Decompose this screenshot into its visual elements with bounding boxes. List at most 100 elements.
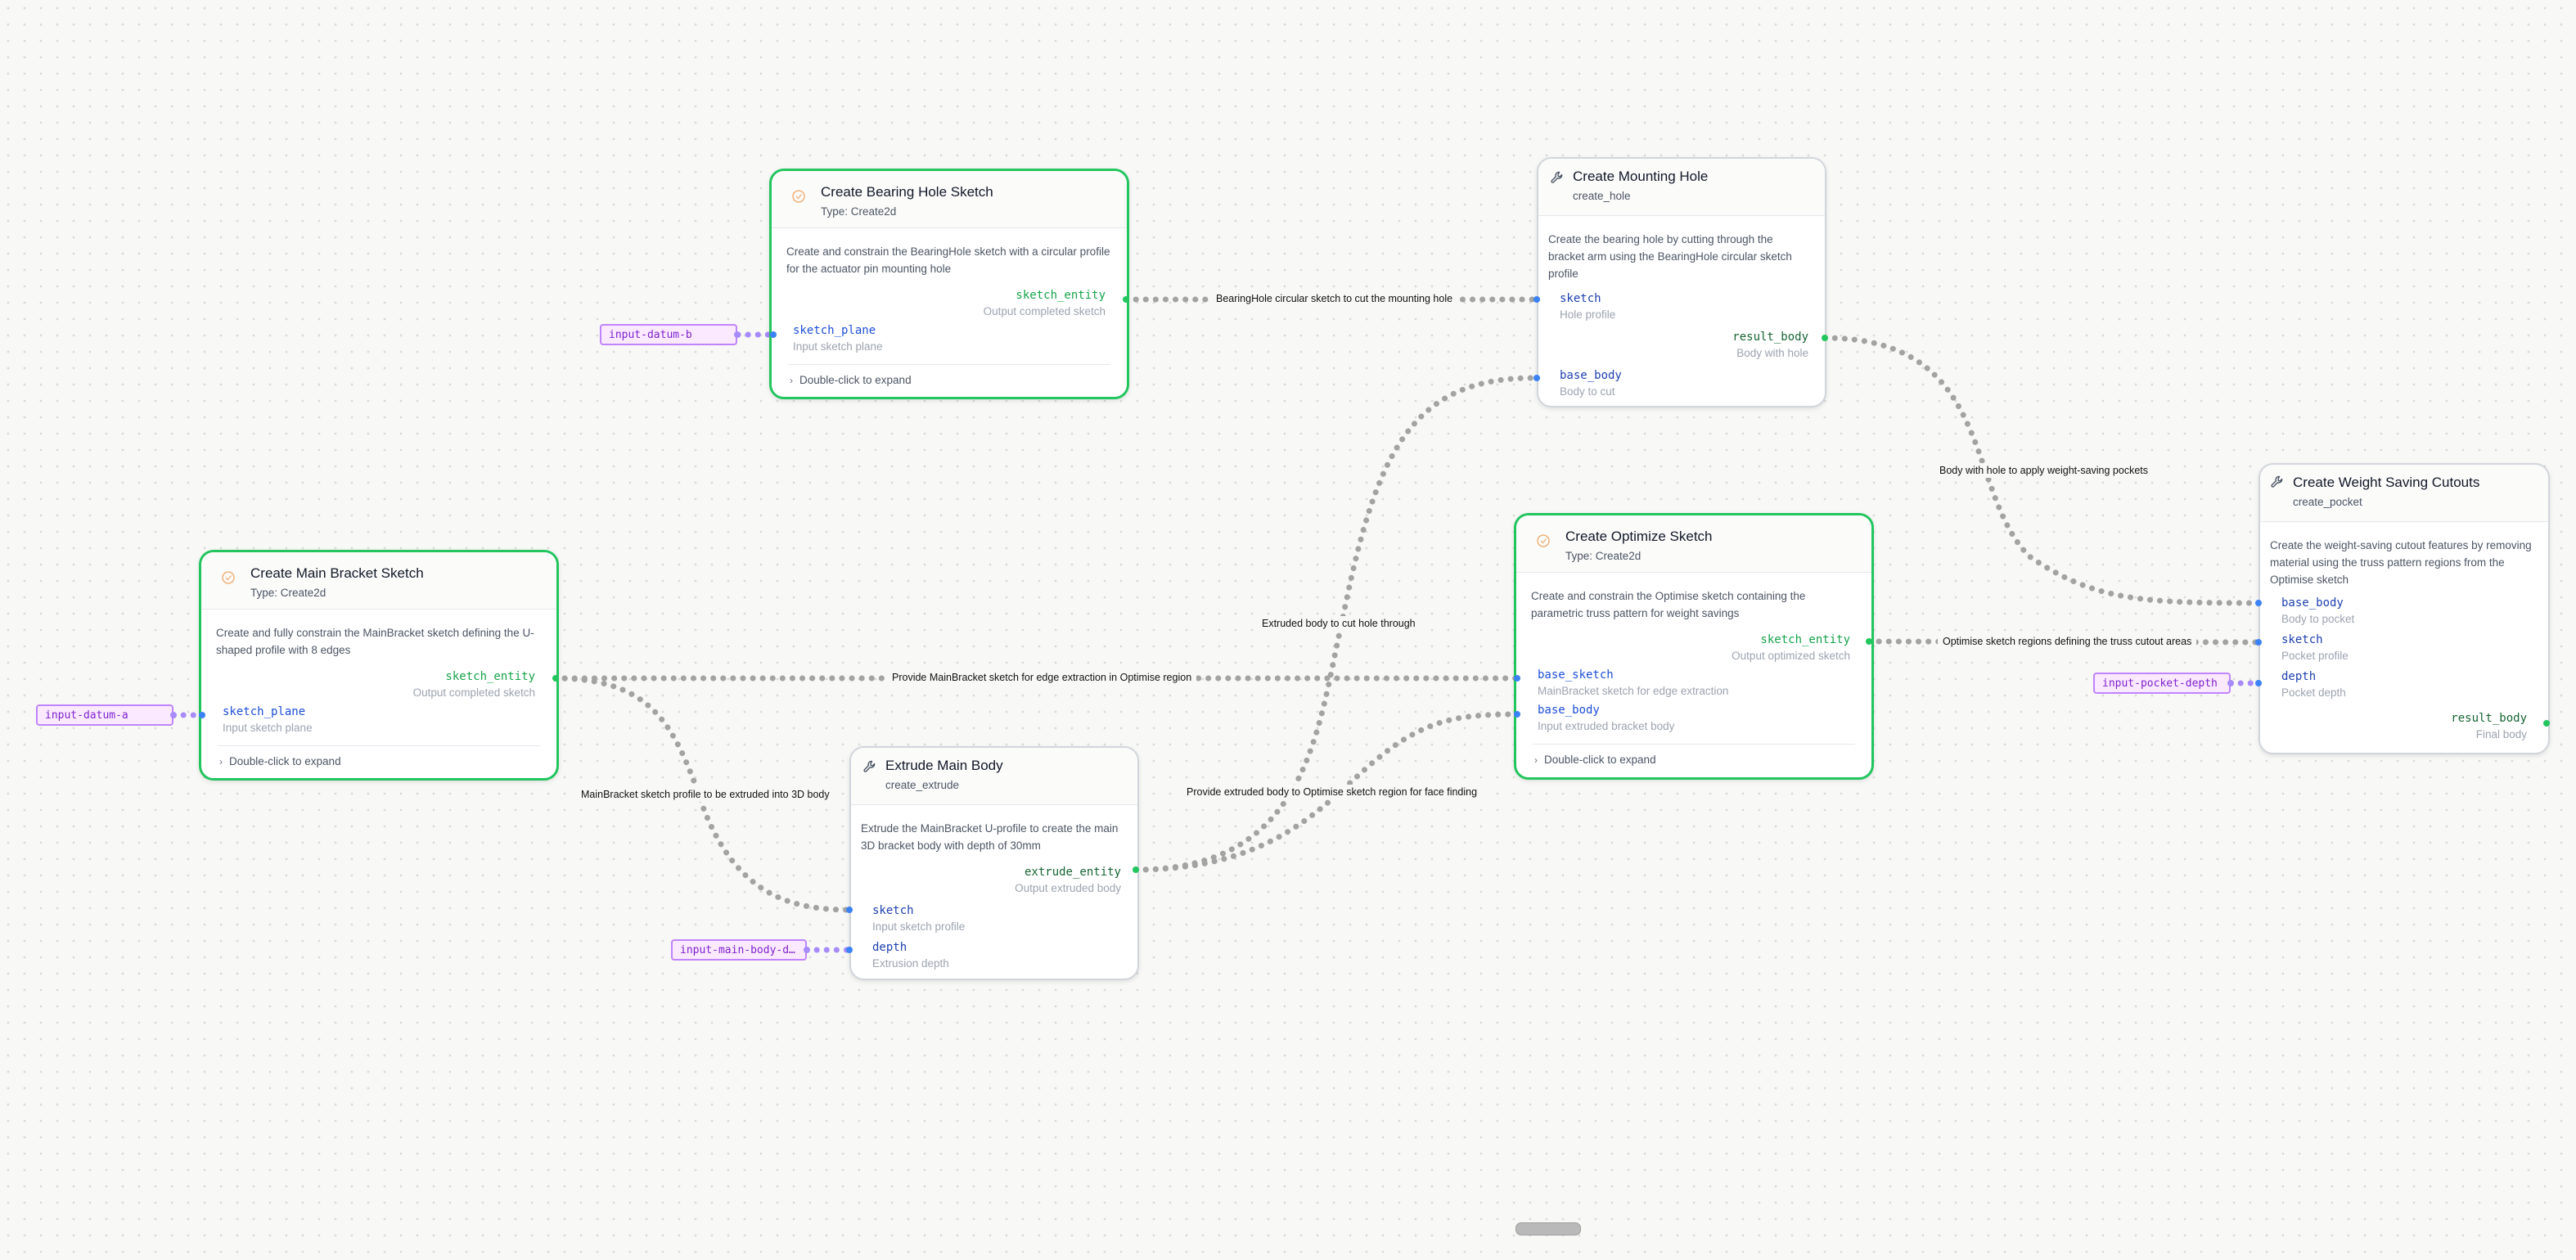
port-dot-param[interactable]: [734, 331, 741, 338]
node-title: Create Optimize Sketch: [1565, 529, 1713, 544]
port-dot-param[interactable]: [2227, 680, 2234, 686]
port-name: depth: [2281, 670, 2317, 683]
wrench-icon: [1551, 171, 1563, 183]
port-dot-in[interactable]: [199, 712, 205, 718]
node-type: Type: Create2d: [1565, 550, 1642, 562]
expand-hint[interactable]: ›Double-click to expand: [1533, 744, 1855, 766]
node-header: Create Weight Saving Cutouts create_pock…: [2260, 465, 2548, 522]
output-port-result-body[interactable]: result_body Body with hole: [1538, 331, 1825, 359]
input-datum-b[interactable]: input-datum-b: [600, 324, 737, 345]
horizontal-scrollbar[interactable]: [1515, 1222, 1581, 1235]
port-dot-in[interactable]: [846, 947, 853, 953]
sketch-icon: [222, 571, 235, 584]
port-dot-out[interactable]: [552, 675, 559, 682]
node-description: Create and fully constrain the MainBrack…: [216, 627, 534, 656]
port-dot-param[interactable]: [170, 712, 177, 718]
node-header: Create Optimize Sketch Type: Create2d: [1516, 515, 1871, 573]
node-title: Create Bearing Hole Sketch: [821, 184, 993, 200]
node-title: Create Weight Saving Cutouts: [2293, 475, 2480, 490]
input-port-sketch[interactable]: sketch Input sketch profile: [851, 904, 1137, 933]
node-description: Extrude the MainBracket U-profile to cre…: [861, 822, 1119, 852]
port-dot-in[interactable]: [1533, 296, 1540, 303]
input-port-base-sketch[interactable]: base_sketch MainBracket sketch for edge …: [1516, 668, 1871, 697]
node-description: Create the weight-saving cutout features…: [2270, 539, 2532, 586]
port-dot-in[interactable]: [770, 331, 777, 338]
port-name: base_body: [1538, 704, 1600, 717]
edge-extrude-to-optimize[interactable]: [1133, 711, 1520, 873]
port-dot-in[interactable]: [846, 907, 853, 913]
input-main-body-depth[interactable]: input-main-body-d…: [671, 939, 807, 961]
port-description: Input extruded bracket body: [1538, 720, 1675, 732]
node-header: Extrude Main Body create_extrude: [851, 748, 1137, 805]
port-name: sketch: [1560, 292, 1601, 305]
port-dot-param[interactable]: [804, 947, 810, 953]
port-dot-in[interactable]: [1514, 711, 1520, 718]
output-port-sketch-entity[interactable]: sketch_entity Output completed sketch: [201, 670, 556, 699]
port-name: depth: [872, 941, 907, 954]
port-description: Hole profile: [1560, 308, 1616, 321]
port-dot-in[interactable]: [2255, 600, 2262, 606]
port-dot-in[interactable]: [2255, 639, 2262, 646]
node-create-main-bracket-sketch[interactable]: Create Main Bracket Sketch Type: Create2…: [199, 550, 559, 781]
port-dot-out[interactable]: [1822, 335, 1828, 341]
node-header: Create Main Bracket Sketch Type: Create2…: [201, 552, 556, 610]
node-extrude-main-body[interactable]: Extrude Main Body create_extrude Extrude…: [849, 746, 1139, 980]
edge-hole-to-cutouts[interactable]: [1822, 335, 2263, 606]
input-pocket-depth[interactable]: input-pocket-depth: [2093, 673, 2231, 694]
port-description: Output optimized sketch: [1732, 650, 1850, 662]
port-dot-out[interactable]: [1123, 296, 1129, 303]
input-port-sketch[interactable]: sketch Pocket profile: [2260, 633, 2548, 662]
input-port-sketch-plane[interactable]: sketch_plane Input sketch plane: [772, 324, 1127, 353]
output-port-sketch-entity[interactable]: sketch_entity Output optimized sketch: [1516, 633, 1871, 662]
output-port-result-body[interactable]: result_body Final body: [2260, 712, 2548, 740]
port-name: sketch: [2281, 633, 2323, 646]
port-description: Output completed sketch: [983, 305, 1106, 317]
input-datum-a[interactable]: input-datum-a: [36, 704, 173, 726]
edge-label-main-to-extrude: MainBracket sketch profile to be extrude…: [576, 787, 835, 802]
port-name: sketch_plane: [223, 705, 306, 718]
port-description: Output extruded body: [1015, 882, 1121, 894]
edge-main-to-extrude[interactable]: [552, 675, 853, 913]
port-dot-out[interactable]: [2543, 720, 2550, 727]
input-port-base-body[interactable]: base_body Input extruded bracket body: [1516, 704, 1871, 732]
edge-extrude-to-hole[interactable]: [1133, 375, 1540, 873]
port-dot-out[interactable]: [1866, 638, 1872, 645]
port-description: Pocket depth: [2281, 686, 2346, 699]
input-port-sketch[interactable]: sketch Hole profile: [1538, 292, 1825, 321]
port-name: extrude_entity: [1024, 866, 1121, 879]
node-create-optimize-sketch[interactable]: Create Optimize Sketch Type: Create2d Cr…: [1514, 513, 1874, 780]
sketch-icon: [1537, 534, 1550, 547]
node-create-weight-saving-cutouts[interactable]: Create Weight Saving Cutouts create_pock…: [2259, 463, 2550, 754]
input-port-sketch-plane[interactable]: sketch_plane Input sketch plane: [201, 705, 556, 734]
input-port-base-body[interactable]: base_body Body to cut: [1538, 369, 1825, 398]
port-name: base_body: [2281, 596, 2344, 610]
node-title: Create Mounting Hole: [1573, 169, 1709, 184]
output-port-sketch-entity[interactable]: sketch_entity Output completed sketch: [772, 289, 1127, 317]
node-title: Create Main Bracket Sketch: [250, 565, 424, 581]
node-create-bearing-hole-sketch[interactable]: Create Bearing Hole Sketch Type: Create2…: [769, 169, 1129, 399]
node-type: Type: Create2d: [250, 587, 327, 599]
port-name: base_body: [1560, 369, 1622, 382]
expand-label: Double-click to expand: [799, 374, 912, 386]
input-port-base-body[interactable]: base_body Body to pocket: [2260, 596, 2548, 625]
output-port-extrude-entity[interactable]: extrude_entity Output extruded body: [851, 866, 1137, 894]
port-dot-in[interactable]: [1514, 675, 1520, 682]
input-port-depth[interactable]: depth Extrusion depth: [851, 941, 1137, 970]
edge-label-bearing-to-hole: BearingHole circular sketch to cut the m…: [1211, 291, 1458, 306]
input-port-depth[interactable]: depth Pocket depth: [2260, 670, 2548, 699]
port-name: sketch_entity: [445, 670, 535, 683]
expand-hint[interactable]: ›Double-click to expand: [788, 364, 1110, 386]
port-name: sketch_plane: [793, 324, 876, 337]
port-description: Body with hole: [1736, 347, 1808, 359]
wrench-icon: [2271, 475, 2283, 488]
port-description: Input sketch plane: [223, 722, 313, 734]
node-description: Create and constrain the BearingHole ske…: [786, 245, 1110, 275]
port-dot-in[interactable]: [1533, 375, 1540, 381]
port-dot-in[interactable]: [2255, 680, 2262, 686]
node-create-mounting-hole[interactable]: Create Mounting Hole create_hole Create …: [1537, 157, 1826, 407]
expand-hint[interactable]: ›Double-click to expand: [218, 745, 540, 767]
node-description: Create the bearing hole by cutting throu…: [1548, 233, 1792, 280]
edge-label-extrude-to-optimize: Provide extruded body to Optimise sketch…: [1182, 785, 1483, 799]
port-dot-out[interactable]: [1133, 866, 1139, 873]
port-description: Input sketch profile: [872, 920, 966, 933]
